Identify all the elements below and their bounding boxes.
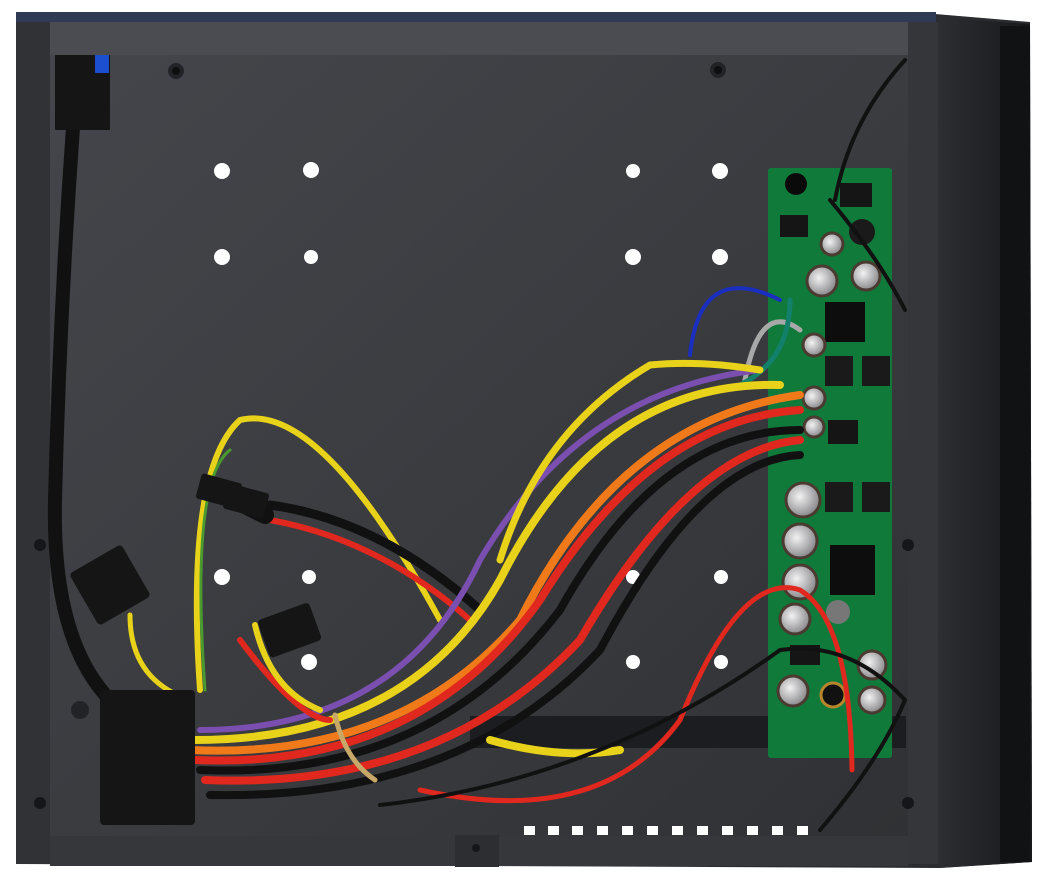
psu-wire-harness: [127, 58, 907, 832]
left-cable-bundle: [47, 55, 116, 705]
power-connectors: [70, 473, 322, 825]
motherboard-mount-holes: [214, 162, 728, 670]
screw-holes: [34, 62, 914, 809]
vent-slots: [524, 826, 808, 835]
